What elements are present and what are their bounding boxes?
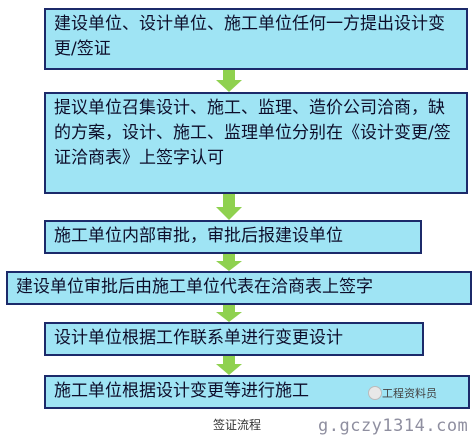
step-2-text: 提议单位召集设计、施工、监理、造价公司洽商，缺的方案，设计、施工、监理单位分别在… [54,98,451,168]
step-1-text: 建设单位、设计单位、施工单位任何一方提出设计变更/签证 [54,14,445,59]
step-3-text: 施工单位内部审批，审批后报建设单位 [54,226,343,246]
step-5-box: 设计单位根据工作联系单进行变更设计 [44,322,424,356]
step-5-text: 设计单位根据工作联系单进行变更设计 [54,328,343,348]
step-4-box: 建设单位审批后由施工单位代表在洽商表上签字 [6,271,472,305]
watermark-logo-icon [368,386,382,400]
arrow-2-3 [216,194,242,220]
step-4-text: 建设单位审批后由施工单位代表在洽商表上签字 [16,277,373,297]
arrow-5-6 [216,356,242,375]
step-1-box: 建设单位、设计单位、施工单位任何一方提出设计变更/签证 [44,8,468,70]
step-6-box: 施工单位根据设计变更等进行施工 [44,375,470,409]
arrow-4-5 [216,305,242,322]
arrow-3-4 [216,254,242,271]
watermark-top: 工程资料员 [382,387,437,400]
watermark-bottom: g.gczy1314.com [318,416,469,436]
diagram-caption: 签证流程 [212,418,261,432]
step-3-box: 施工单位内部审批，审批后报建设单位 [44,220,422,254]
arrow-1-2 [216,70,242,92]
step-6-text: 施工单位根据设计变更等进行施工 [54,381,309,401]
step-2-box: 提议单位召集设计、施工、监理、造价公司洽商，缺的方案，设计、施工、监理单位分别在… [44,92,468,194]
